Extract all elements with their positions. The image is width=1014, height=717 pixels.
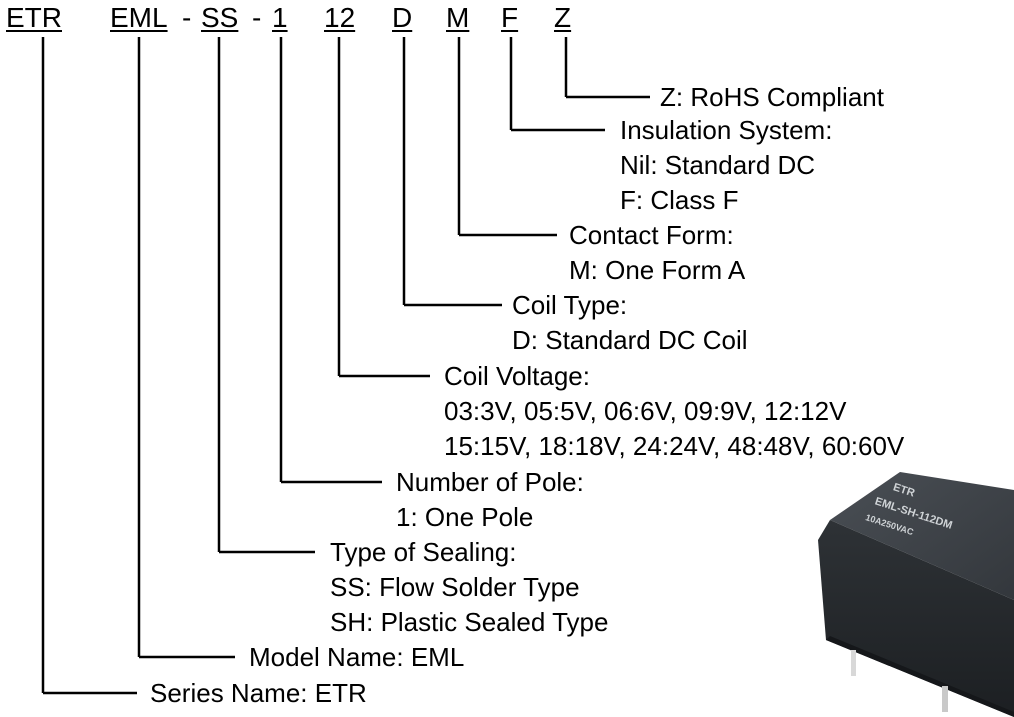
desc-line: 15:15V, 18:18V, 24:24V, 48:48V, 60:60V [444,431,905,461]
code-contact: M [446,2,470,33]
desc-line: SH: Plastic Sealed Type [330,607,609,637]
desc-series: Series Name: ETR [150,678,367,713]
desc-line: 03:3V, 05:5V, 06:6V, 09:9V, 12:12V [444,396,847,426]
code-coil-voltage: 12 [324,2,356,33]
desc-heading: Number of Pole: [396,467,584,497]
code-dash: - [252,2,262,33]
desc-line: Nil: Standard DC [620,150,816,180]
desc-poles: Number of Pole: 1: One Pole [396,467,584,537]
desc-line: Model Name: EML [249,642,465,672]
desc-line: Series Name: ETR [150,678,367,708]
code-sealing: SS [201,2,239,33]
desc-model: Model Name: EML [249,642,464,677]
desc-heading: Type of Sealing: [330,537,517,567]
code-insulation: F [501,2,519,33]
code-poles: 1 [272,2,288,33]
relay-pins [851,650,948,712]
code-model: EML [110,2,168,33]
code-coil-type: D [392,2,413,33]
desc-contact: Contact Form: M: One Form A [569,220,745,290]
desc-coil-voltage: Coil Voltage: 03:3V, 05:5V, 06:6V, 09:9V… [444,361,904,466]
relay-body [818,472,1014,717]
desc-line: D: Standard DC Coil [512,325,748,355]
desc-insulation: Insulation System: Nil: Standard DC F: C… [620,115,832,220]
desc-heading: Insulation System: [620,115,833,145]
desc-line: F: Class F [620,185,739,215]
desc-rohs: Z: RoHS Compliant [660,82,884,117]
desc-line: M: One Form A [569,255,746,285]
desc-heading: Contact Form: [569,220,734,250]
desc-coil-type: Coil Type: D: Standard DC Coil [512,290,748,360]
code-rohs: Z [554,2,572,33]
code-series: ETR [6,2,62,33]
desc-heading: Coil Type: [512,290,628,320]
desc-heading: Coil Voltage: [444,361,590,391]
code-dash: - [182,2,192,33]
desc-sealing: Type of Sealing: SS: Flow Solder Type SH… [330,537,608,642]
desc-line: 1: One Pole [396,502,534,532]
desc-line: Z: RoHS Compliant [660,82,884,112]
desc-line: SS: Flow Solder Type [330,572,580,602]
